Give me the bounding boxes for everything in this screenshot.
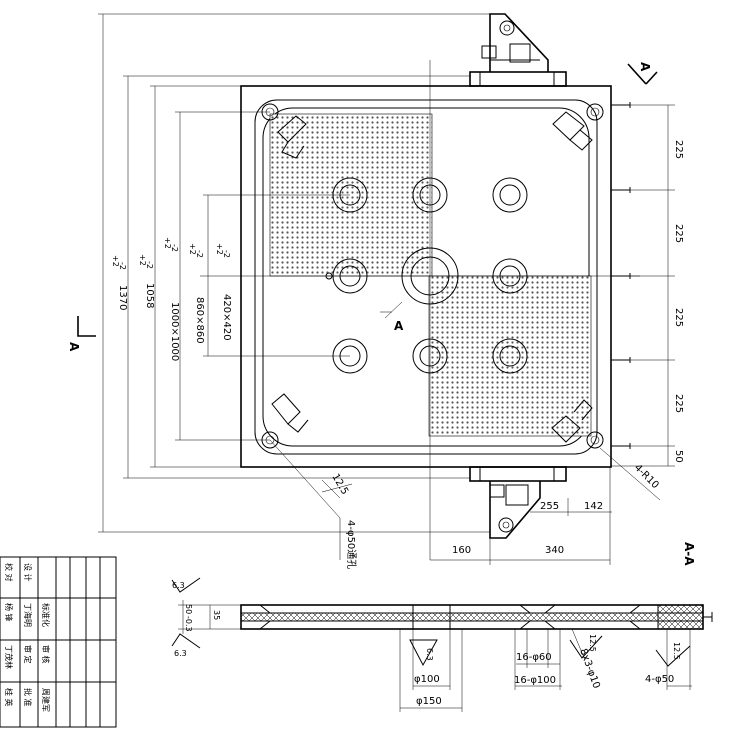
rough-6-3-top: 6.3: [172, 581, 185, 590]
port-circles: [325, 177, 528, 374]
side-pins: [611, 102, 631, 449]
tb-r5-name: 周建军: [41, 688, 51, 712]
dim-phi150: φ150: [416, 696, 442, 707]
right-dimensions: [611, 104, 675, 467]
dim-center-420-tol: -2: [222, 250, 231, 258]
dim-r10: 4-R10: [632, 462, 661, 491]
tb-r2-name: 杨 锋: [4, 603, 14, 622]
rough-12-5-b: 12.5: [672, 642, 681, 660]
dim-right-225-3: 225: [673, 308, 684, 327]
dim-center-420-sup: +2: [215, 243, 224, 255]
section-view: [171, 577, 713, 712]
top-handle: [469, 13, 567, 87]
dim-holes-phi50: 4-φ50通孔: [345, 520, 357, 569]
filter-area-bottom-right: [428, 275, 592, 437]
dim-bottom-160: 160: [452, 545, 471, 556]
dim-chamber-1000: 1000×1000: [169, 302, 180, 361]
dim-right-225-1: 225: [673, 140, 684, 159]
rough-6-3-bottom: 6.3: [174, 649, 187, 658]
dim-bottom-255: 255: [540, 501, 559, 512]
dim-angle-12-5: 12.5: [329, 472, 350, 497]
dim-overall-tol: -2: [118, 262, 127, 270]
leader-lines: [269, 301, 661, 560]
dim-right-50: 50: [673, 450, 684, 463]
plate-frame: [254, 99, 598, 455]
tb-r6-name: 桂 英: [4, 688, 14, 707]
thick-50: 50: [184, 604, 193, 614]
thick-35: 35: [212, 610, 221, 620]
rough-6-3-center: 6.3: [425, 648, 434, 661]
tb-r3-label: 审 核: [41, 645, 51, 664]
dim-grid-860-sup: +2: [188, 243, 197, 255]
bottom-dimensions: [430, 467, 612, 565]
tb-r5-label: 批 准: [23, 688, 33, 707]
dim-overall-tol-sup: +2: [111, 255, 120, 267]
dim-frame-1058: 1058: [144, 283, 155, 308]
corner-channels: [271, 111, 593, 443]
dim-4-phi50: 4-φ50: [645, 674, 674, 685]
tb-r3-name: 丁茂林: [4, 645, 14, 669]
dim-chamber-1000-sup: +2: [163, 237, 172, 249]
title-block: [0, 556, 117, 728]
dim-16-phi100: 16-φ100: [514, 675, 556, 686]
dim-frame-1058-sup: +2: [138, 254, 147, 266]
section-arrow-a-left: A: [67, 342, 81, 352]
dim-chamber-1000-tol: -2: [170, 244, 179, 252]
section-arrow-a-mid: A: [394, 319, 404, 333]
dim-grid-860-tol: -2: [195, 250, 204, 258]
tb-r1-label: 设 计: [23, 563, 33, 582]
thick-50-tol: -0.3: [184, 616, 193, 632]
rough-12-5-a: 12.5: [588, 634, 597, 652]
section-arrow-a-top: A: [638, 62, 652, 72]
dim-center-420: 420×420: [221, 294, 232, 341]
dim-right-225-4: 225: [673, 394, 684, 413]
tb-r2-label: 校 对: [4, 563, 14, 582]
dim-overall-1370: 1370: [117, 285, 128, 310]
dim-grid-860: 860×860: [194, 297, 205, 344]
left-dimensions: [98, 13, 490, 533]
section-title: A-A: [682, 542, 696, 566]
dim-16-phi60: 16-φ60: [516, 652, 552, 663]
bottom-handle: [469, 466, 567, 539]
dim-8x3-phi10: 8x3-φ10: [577, 647, 602, 690]
dim-bottom-142: 142: [584, 501, 603, 512]
dim-bottom-340: 340: [545, 545, 564, 556]
section-markers: [77, 63, 658, 337]
dim-right-225-2: 225: [673, 224, 684, 243]
dim-phi100: φ100: [414, 674, 440, 685]
dim-frame-1058-tol: -2: [145, 261, 154, 269]
tb-r1-name: 丁海明: [23, 603, 33, 627]
tb-r4-label: 审 定: [23, 645, 33, 664]
tb-r4-name: 标准化: [41, 603, 51, 627]
